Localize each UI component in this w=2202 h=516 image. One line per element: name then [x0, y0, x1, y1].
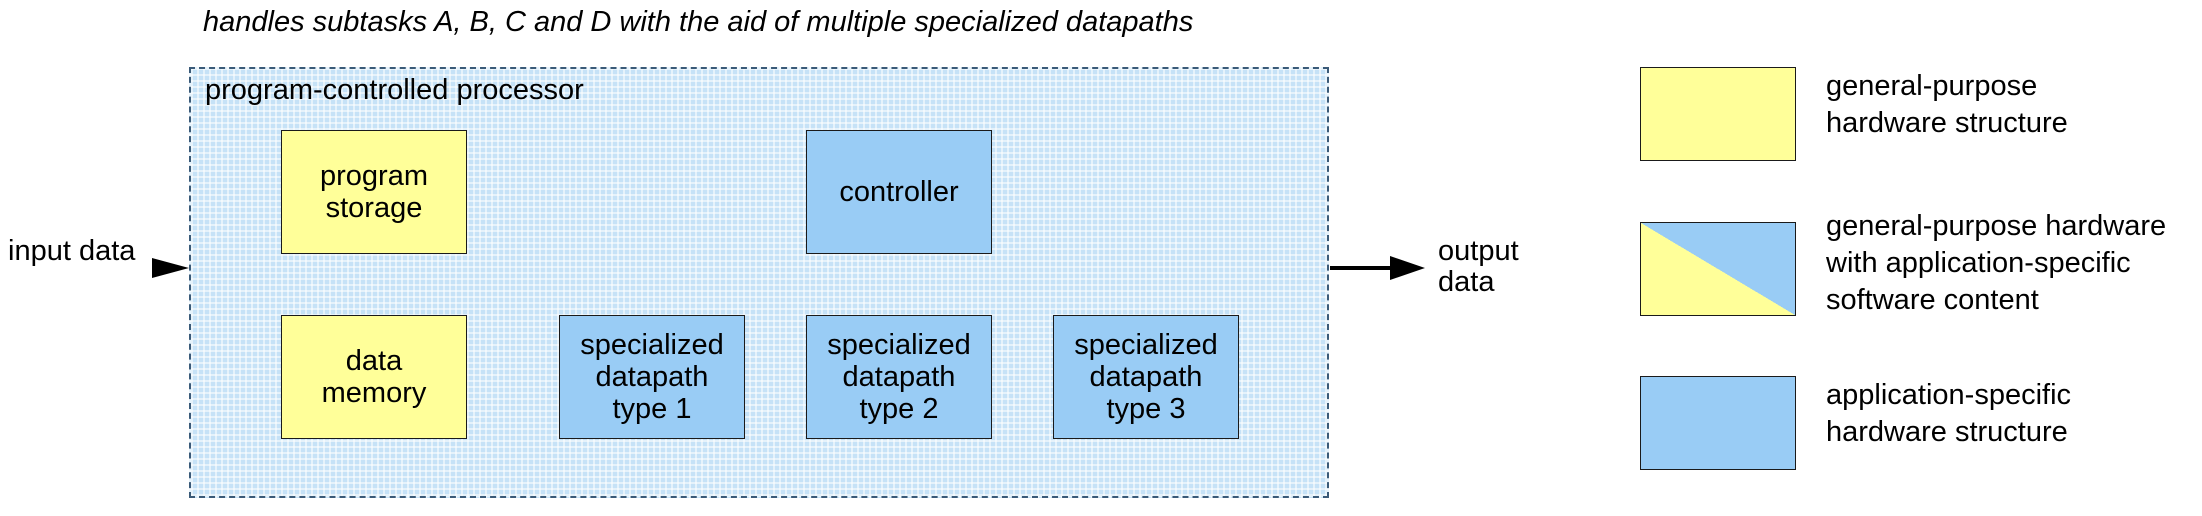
specialized-datapath-type-3-block: specialized datapath type 3 — [1053, 315, 1239, 439]
processor-title: program-controlled processor — [205, 74, 584, 106]
legend-label-general-purpose: general-purpose hardware structure — [1826, 70, 2068, 139]
controller-block: controller — [806, 130, 992, 254]
input-data-label: input data — [8, 235, 136, 267]
legend-swatch-mixed — [1640, 222, 1796, 316]
legend-label-application-specific: application-specific hardware structure — [1826, 379, 2072, 448]
program-storage-block: program storage — [281, 130, 467, 254]
diagram-caption: handles subtasks A, B, C and D with the … — [203, 6, 1194, 38]
legend-swatch-general-purpose — [1640, 67, 1796, 161]
legend-swatch-application-specific — [1640, 376, 1796, 470]
specialized-datapath-type-1-block: specialized datapath type 1 — [559, 315, 745, 439]
legend-label-mixed: general-purpose hardware with applicatio… — [1826, 210, 2167, 316]
output-data-label: output data — [1438, 235, 1519, 298]
input-arrow-head — [152, 258, 189, 278]
specialized-datapath-type-2-block: specialized datapath type 2 — [806, 315, 992, 439]
output-arrow-head — [1390, 256, 1425, 280]
data-memory-block: data memory — [281, 315, 467, 439]
